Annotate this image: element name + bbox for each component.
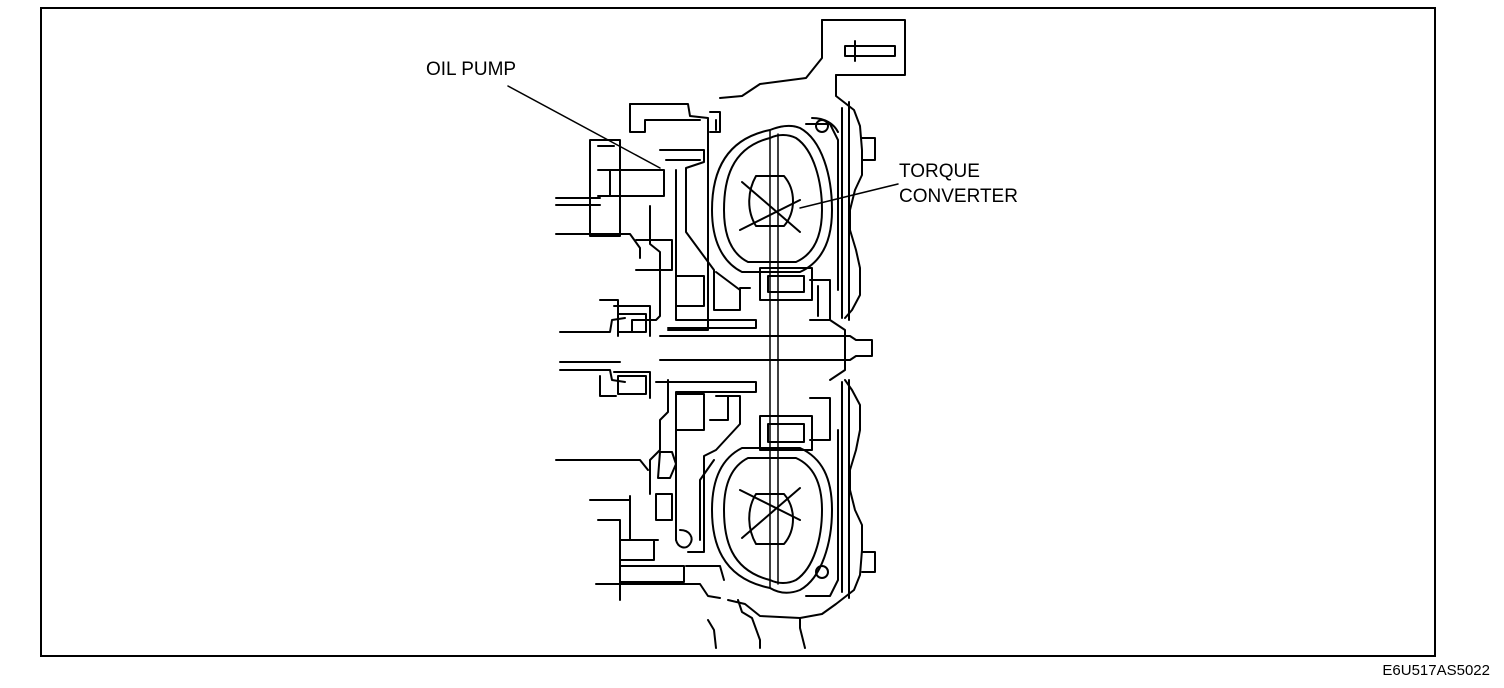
- torque-converter-label: TORQUE CONVERTER: [899, 159, 1018, 209]
- torque-converter-upper: [711, 117, 839, 321]
- converter-housing: [707, 19, 906, 649]
- torque-converter-label-line2: CONVERTER: [899, 186, 1018, 207]
- oil-pump-leader: [507, 85, 661, 169]
- torque-converter-lower: [711, 397, 839, 597]
- oil-pump-lower: [555, 371, 757, 601]
- oil-pump-label: OIL PUMP: [426, 59, 517, 80]
- figure-frame: [40, 7, 1436, 657]
- oil-pump-upper: [555, 103, 757, 337]
- leader-lines: [507, 85, 899, 209]
- torque-converter-leader: [799, 183, 899, 209]
- figure-code: E6U517AS5022: [1382, 662, 1490, 679]
- torque-converter-label-line1: TORQUE: [899, 161, 980, 182]
